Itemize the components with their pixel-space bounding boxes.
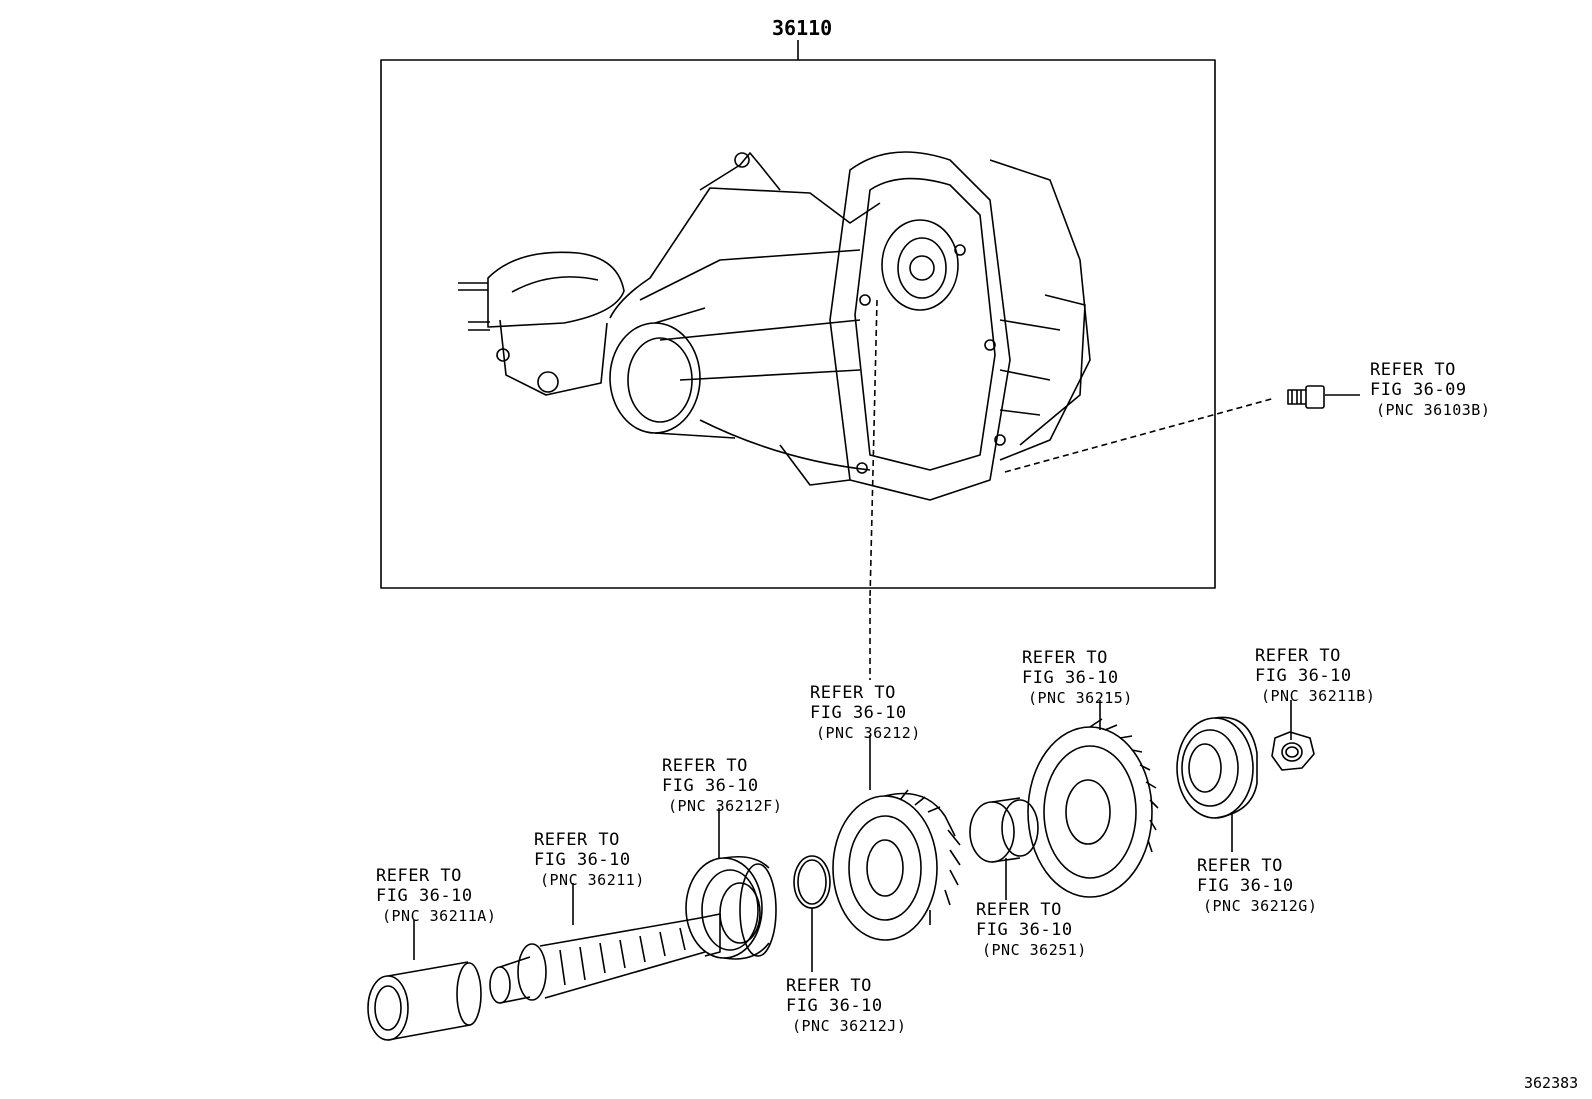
callout-lock-nut-line2: FIG 36-10: [1255, 666, 1352, 686]
callout-shaft-line2: FIG 36-10: [534, 850, 631, 870]
bolt-part[interactable]: [1287, 385, 1325, 409]
callout-snap-ring-pnc: (PNC 36212J): [792, 1017, 907, 1035]
transfer-case-housing[interactable]: [458, 151, 1091, 501]
driven-gear-part[interactable]: [1027, 718, 1159, 898]
spacer-part[interactable]: [969, 797, 1039, 863]
callout-shaft-line1: REFER TO: [534, 830, 620, 850]
callout-right-bearing[interactable]: REFER TO FIG 36-10 (PNC 36212G): [1197, 856, 1317, 916]
callout-drive-gear-line2: FIG 36-10: [810, 703, 907, 723]
callout-bolt-line2: FIG 36-09: [1370, 380, 1467, 400]
callout-spacer-line2: FIG 36-10: [976, 920, 1073, 940]
callout-shaft[interactable]: REFER TO FIG 36-10 (PNC 36211): [534, 830, 645, 890]
callout-spacer-pnc: (PNC 36251): [982, 941, 1087, 959]
callout-shaft-pnc: (PNC 36211): [540, 871, 645, 889]
callout-snap-ring-line2: FIG 36-10: [786, 996, 883, 1016]
left-bearing-part[interactable]: [685, 855, 777, 960]
callout-spacer-line1: REFER TO: [976, 900, 1062, 920]
callout-sleeve-pnc: (PNC 36211A): [382, 907, 497, 925]
callout-lock-nut-line1: REFER TO: [1255, 646, 1341, 666]
callout-bolt[interactable]: REFER TO FIG 36-09 (PNC 36103B): [1370, 360, 1490, 420]
callout-drive-gear-pnc: (PNC 36212): [816, 724, 921, 742]
callout-sleeve[interactable]: REFER TO FIG 36-10 (PNC 36211A): [376, 866, 496, 926]
callout-snap-ring[interactable]: REFER TO FIG 36-10 (PNC 36212J): [786, 976, 906, 1036]
callout-lock-nut-pnc: (PNC 36211B): [1261, 687, 1376, 705]
assembly-part-number[interactable]: 36110: [772, 16, 833, 40]
callout-driven-gear-line1: REFER TO: [1022, 648, 1108, 668]
drive-gear-part[interactable]: [832, 789, 961, 941]
callout-driven-gear[interactable]: REFER TO FIG 36-10 (PNC 36215): [1022, 648, 1133, 708]
callout-right-bearing-pnc: (PNC 36212G): [1203, 897, 1318, 915]
right-bearing-part[interactable]: [1176, 716, 1258, 819]
callout-right-bearing-line2: FIG 36-10: [1197, 876, 1294, 896]
output-shaft-part[interactable]: [489, 913, 721, 1004]
callout-left-bearing-pnc: (PNC 36212F): [668, 797, 783, 815]
callout-driven-gear-pnc: (PNC 36215): [1028, 689, 1133, 707]
figure-id: 362383: [1524, 1074, 1579, 1092]
callout-sleeve-line2: FIG 36-10: [376, 886, 473, 906]
leader-lines: [869, 299, 1276, 680]
callout-lock-nut[interactable]: REFER TO FIG 36-10 (PNC 36211B): [1255, 646, 1375, 706]
lock-nut-part[interactable]: [1271, 731, 1315, 771]
callout-left-bearing[interactable]: REFER TO FIG 36-10 (PNC 36212F): [662, 756, 782, 816]
callout-snap-ring-line1: REFER TO: [786, 976, 872, 996]
callout-left-bearing-line1: REFER TO: [662, 756, 748, 776]
assembly-frame: [380, 40, 1216, 589]
callout-spacer[interactable]: REFER TO FIG 36-10 (PNC 36251): [976, 900, 1087, 960]
sleeve-part[interactable]: [367, 961, 482, 1041]
callout-drive-gear[interactable]: REFER TO FIG 36-10 (PNC 36212): [810, 683, 921, 743]
callout-drive-gear-line1: REFER TO: [810, 683, 896, 703]
callout-bolt-pnc: (PNC 36103B): [1376, 401, 1491, 419]
callout-leaders: [413, 394, 1360, 972]
callout-bolt-line1: REFER TO: [1370, 360, 1456, 380]
callout-left-bearing-line2: FIG 36-10: [662, 776, 759, 796]
snap-ring-part[interactable]: [793, 855, 831, 909]
callout-sleeve-line1: REFER TO: [376, 866, 462, 886]
callout-driven-gear-line2: FIG 36-10: [1022, 668, 1119, 688]
callout-right-bearing-line1: REFER TO: [1197, 856, 1283, 876]
